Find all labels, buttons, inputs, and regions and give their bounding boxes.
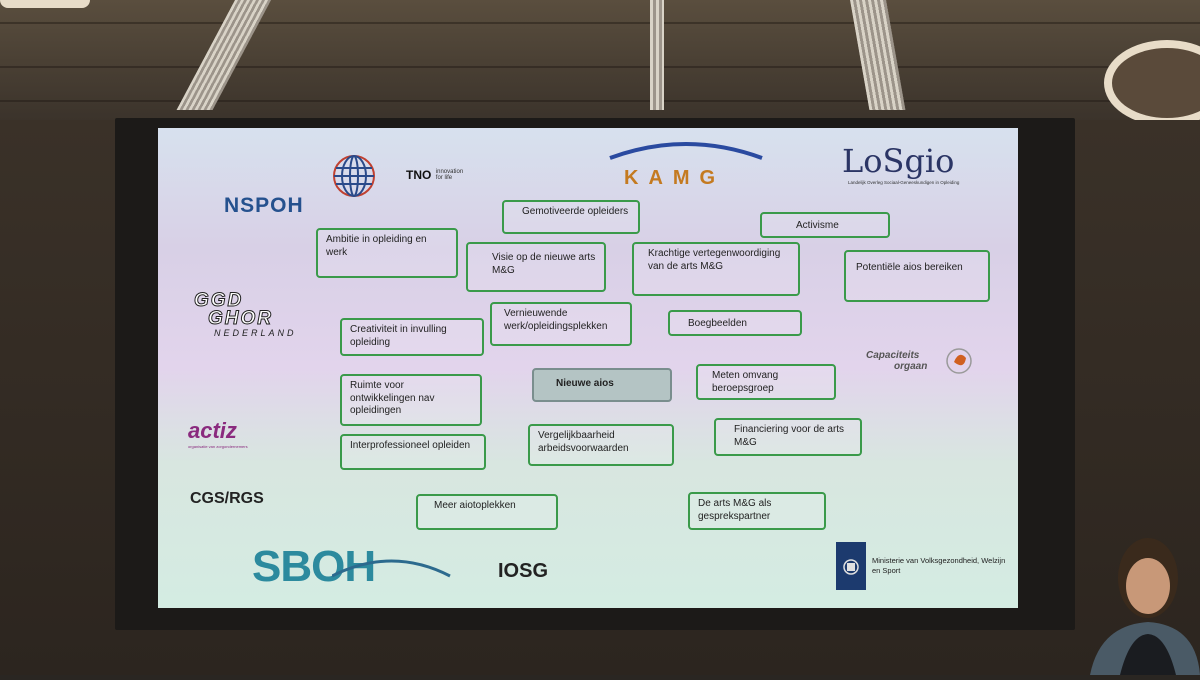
box-meten-omvang: Meten omvang beroepsgroep [696,364,836,400]
presentation-slide: NSPOH TNO innovation for life KAMG LoSgi… [158,128,1018,608]
tno-logo: TNO innovation for life [406,166,472,184]
sboh-swoosh-icon [332,559,451,578]
box-vergelijkbaarheid: Vergelijkbaarheid arbeidsvoorwaarden [528,424,674,466]
tno-wordmark: TNO [406,168,432,182]
ceiling-light [176,0,271,110]
losgio-subtitle: Landelijk Overleg Sociaal-Geneeskundigen… [848,180,960,185]
presenter-person [1090,530,1200,675]
box-vernieuwende-werkplekken: Vernieuwende werk/opleidingsplekken [490,302,632,346]
box-gemotiveerde-opleiders: Gemotiveerde opleiders [502,200,640,234]
ggd-line: GGD [194,290,244,312]
actiz-subtitle: organisatie van zorgondernemers [188,444,248,449]
box-interprofessioneel: Interprofessioneel opleiden [340,434,486,470]
cgs-rgs-label: CGS/RGS [190,490,264,507]
ceiling-lamp [1104,40,1200,126]
actiz-logo: actiz organisatie van zorgondernemers [188,418,248,449]
person-silhouette [1090,538,1200,675]
ghor-line: GHOR [208,308,273,330]
actiz-wordmark: actiz [188,418,237,443]
ceiling-seam [0,100,1200,102]
box-ambitie: Ambitie in opleiding en werk [316,228,458,278]
nspoh-wordmark: NSPOH [224,194,304,217]
ministerie-name: Ministerie van Volksgezondheid, Welzijn … [872,556,1006,575]
box-boegbeelden: Boegbeelden [668,310,802,336]
crest-icon [843,559,859,575]
nspoh-globe-icon [333,155,375,197]
box-potentiele-aios: Potentiële aios bereiken [844,250,990,302]
ceiling-light [650,0,664,110]
box-financiering: Financiering voor de arts M&G [714,418,862,456]
ceiling-light [850,0,906,110]
ceiling-seam [0,66,1200,68]
tno-tagline: innovation for life [435,169,464,181]
capaciteitsorgaan-logo: Capaciteits orgaan [866,348,972,374]
nederland-line: NEDERLAND [214,328,297,338]
ministerie-logo: Ministerie van Volksgezondheid, Welzijn … [836,542,1016,590]
ceiling-lamp [0,0,90,8]
orgaan-line: orgaan [894,361,928,372]
kamg-logo: KAMG [606,138,766,190]
ministerie-bar [836,542,866,590]
capaciteitsorgaan-icon [946,348,972,374]
box-nieuwe-aios: Nieuwe aios [532,368,672,402]
box-creativiteit: Creativiteit in invulling opleiding [340,318,484,356]
sboh-logo: SBOH [252,542,451,592]
ceiling [0,0,1200,126]
box-visie: Visie op de nieuwe arts M&G [466,242,606,292]
box-activisme: Activisme [760,212,890,238]
ceiling-seam [0,22,1200,24]
box-krachtige-vertegenwoordiging: Krachtige vertegenwoordiging van de arts… [632,242,800,296]
losgio-wordmark: LoSgio [842,142,955,180]
ggd-ghor-logo: GGD GHOR NEDERLAND [194,290,297,339]
kamg-wordmark: KAMG [624,167,726,189]
box-gesprekspartner: De arts M&G als gesprekspartner [688,492,826,530]
iosg-label: IOSG [498,560,549,582]
box-ruimte-ontwikkelingen: Ruimte voor ontwikkelingen nav opleiding… [340,374,482,426]
kamg-arc-icon [609,142,763,160]
nspoh-logo [330,152,378,205]
losgio-logo: LoSgio Landelijk Overleg Sociaal-Geneesk… [842,142,959,185]
box-meer-aiotoplekken: Meer aiotoplekken [416,494,558,530]
capaciteits-line: Capaciteits [866,350,920,361]
